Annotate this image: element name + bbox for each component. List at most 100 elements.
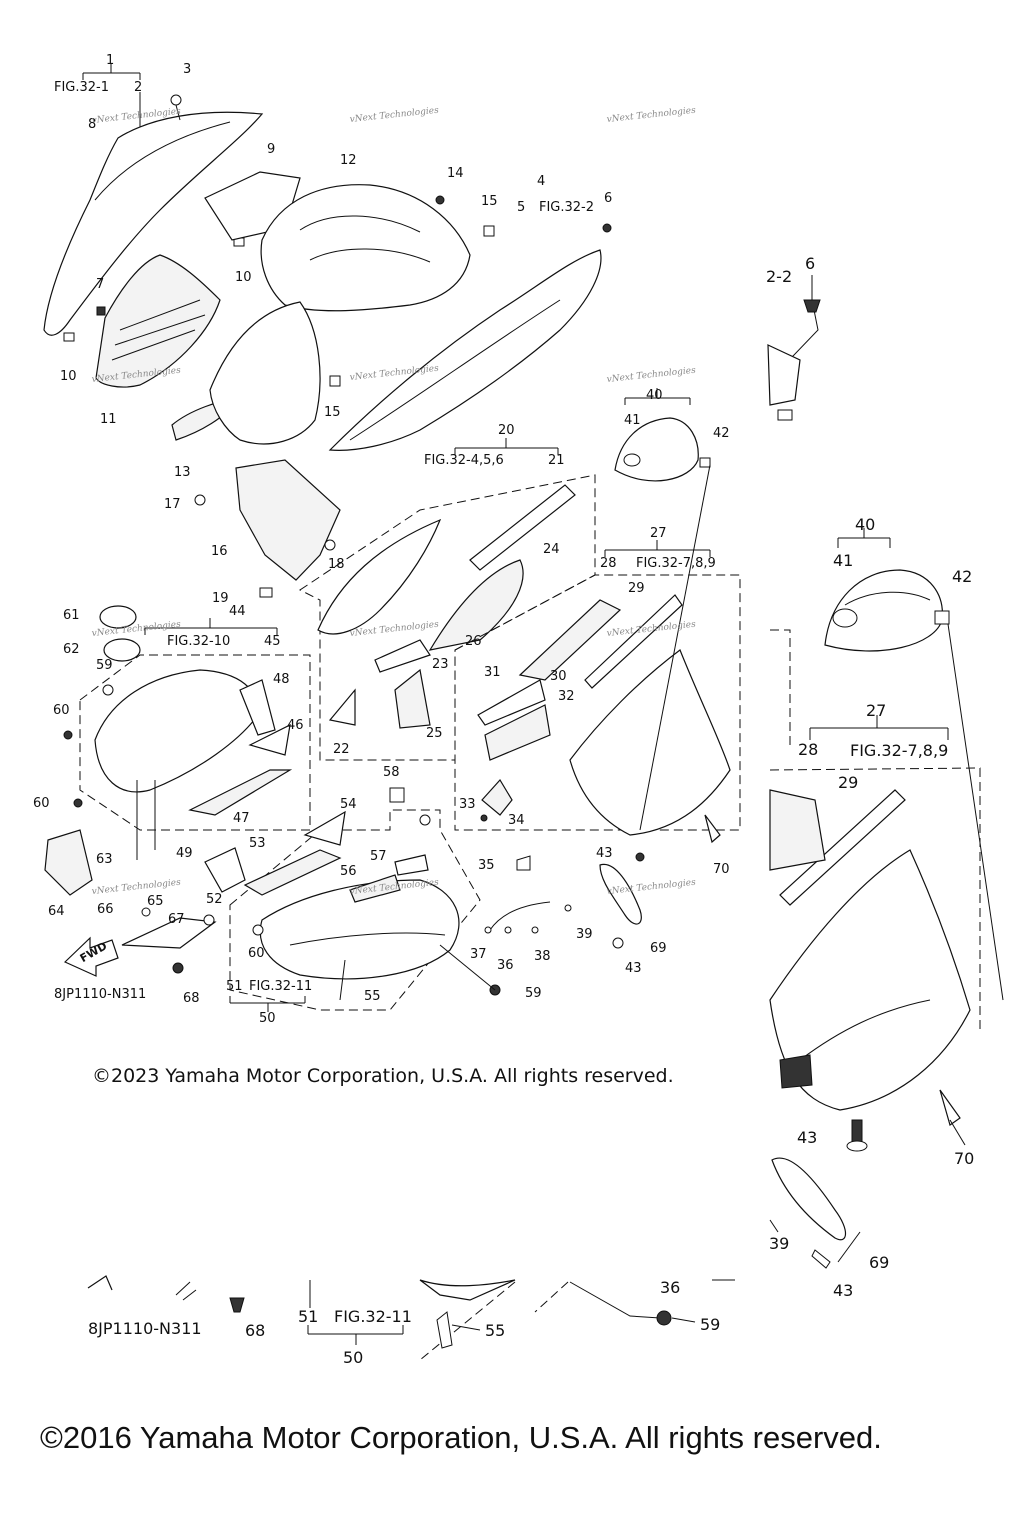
main-callout-c70: 70 xyxy=(713,862,730,877)
main-callout-c35: 35 xyxy=(478,858,495,873)
fig-ref-27: FIG.32-7,8,9 xyxy=(636,556,716,571)
pad-part-23 xyxy=(374,639,431,673)
panel-part-30 xyxy=(518,599,622,681)
copyright-2016: ©2016 Yamaha Motor Corporation, U.S.A. A… xyxy=(40,1420,882,1455)
overlay-clip-70 xyxy=(939,1089,961,1126)
fig-ref-20: FIG.32-4,5,6 xyxy=(424,453,504,468)
grommet-part-59-left xyxy=(102,684,114,696)
overlay-callout-o29: 29 xyxy=(838,773,858,792)
clip-part-10-left xyxy=(63,332,75,342)
fig-ref-1: FIG.32-1 xyxy=(54,80,109,95)
main-callout-c50: 50 xyxy=(259,1011,276,1026)
overlay-bolt-43-top xyxy=(851,1119,863,1143)
main-callout-c21: 21 xyxy=(548,453,565,468)
grommet-part-17 xyxy=(194,494,206,506)
main-callout-labels: 1234567891010111213141515161718192021222… xyxy=(33,53,730,1026)
main-callout-c24: 24 xyxy=(543,542,560,557)
overlay-callout-o36: 36 xyxy=(660,1278,680,1297)
overlay-screw-6 xyxy=(803,299,821,313)
fig-ref-50: FIG.32-11 xyxy=(249,979,312,994)
overlay-panel-fragment xyxy=(769,789,826,871)
nut-part-58b xyxy=(419,814,431,826)
main-callout-c23: 23 xyxy=(432,657,449,672)
trim-part-69 xyxy=(599,863,642,925)
main-callout-c22: 22 xyxy=(333,742,350,757)
overlay-callout-o28: 28 xyxy=(798,740,818,759)
overlay-clip-42 xyxy=(934,610,950,625)
overlay-cap-41 xyxy=(832,608,858,628)
overlay-vent-fragment xyxy=(779,1054,813,1089)
main-callout-c10a: 10 xyxy=(60,369,77,384)
panel-part-26 xyxy=(428,559,524,651)
overlay-pin-55 xyxy=(436,1311,453,1349)
main-callout-c19: 19 xyxy=(212,591,229,606)
main-callout-c29: 29 xyxy=(628,581,645,596)
main-callout-c43a: 43 xyxy=(596,846,613,861)
strip-part-47 xyxy=(188,769,293,816)
screw-part-68 xyxy=(172,962,184,974)
overlay-callout-o39: 39 xyxy=(769,1234,789,1253)
main-callout-c10b: 10 xyxy=(235,270,252,285)
main-callout-c59a: 59 xyxy=(96,658,113,673)
main-callout-c8: 8 xyxy=(88,117,96,132)
screw-part-6 xyxy=(602,223,612,233)
main-callout-c64: 64 xyxy=(48,904,65,919)
main-callout-c53: 53 xyxy=(249,836,266,851)
overlay-callout-o68: 68 xyxy=(245,1321,265,1340)
main-callout-c55: 55 xyxy=(364,989,381,1004)
nut-part-15-bottom xyxy=(329,375,341,387)
overlay-washer-43 xyxy=(846,1140,868,1152)
main-callout-c41: 41 xyxy=(624,413,641,428)
fwd-arrow-icon xyxy=(63,936,119,977)
main-callout-c11: 11 xyxy=(100,412,117,427)
main-callout-c34: 34 xyxy=(508,813,525,828)
overlay-strip-29 xyxy=(779,789,906,906)
screw-part-3 xyxy=(170,94,182,106)
main-callout-c32: 32 xyxy=(558,689,575,704)
watermark-6: vNext Technologies xyxy=(606,366,696,385)
main-callout-c2: 2 xyxy=(134,80,142,95)
main-callout-c20: 20 xyxy=(498,423,515,438)
clip-part-37 xyxy=(484,926,492,934)
diagram-code: 8JP1110-N311 xyxy=(54,987,146,1002)
clip-part-19 xyxy=(259,587,273,598)
main-callout-c44: 44 xyxy=(229,604,246,619)
main-diagram: 1234567891010111213141515161718192021222… xyxy=(33,53,741,1087)
overlay-cover-40 xyxy=(824,569,943,652)
main-callout-c18: 18 xyxy=(328,557,345,572)
overlay-trim-69 xyxy=(771,1157,847,1241)
overlay-callout-o59: 59 xyxy=(700,1315,720,1334)
main-callout-c45: 45 xyxy=(264,634,281,649)
overlay-callout-o41: 41 xyxy=(833,551,853,570)
main-callout-c46: 46 xyxy=(287,718,304,733)
main-callout-c5: 5 xyxy=(517,200,525,215)
clip-part-67 xyxy=(203,914,215,926)
cover-part-21 xyxy=(317,518,442,635)
main-callout-c40: 40 xyxy=(646,388,663,403)
overlay-callout-o43a: 43 xyxy=(797,1128,817,1147)
overlay-fig-ref-50: FIG.32-11 xyxy=(334,1307,412,1326)
grommet-part-18 xyxy=(324,539,336,551)
clip-part-57 xyxy=(394,854,429,876)
main-callout-c47: 47 xyxy=(233,811,250,826)
overlay-hull-fragment xyxy=(419,1279,516,1301)
overlay-grommet-59 xyxy=(656,1310,672,1326)
overlay-partial-ref: 2-2 xyxy=(766,267,792,286)
main-callout-c48: 48 xyxy=(273,672,290,687)
bolt-part-60-mid xyxy=(73,798,83,808)
main-callout-c63: 63 xyxy=(96,852,113,867)
main-callout-c68: 68 xyxy=(183,991,200,1006)
gasket-part-61 xyxy=(99,605,137,629)
pad-part-25 xyxy=(394,668,431,729)
main-callout-c66: 66 xyxy=(97,902,114,917)
main-callout-c67: 67 xyxy=(168,912,185,927)
main-callout-c61: 61 xyxy=(63,608,80,623)
side-cover-part-5 xyxy=(328,249,602,451)
gasket-part-62 xyxy=(103,638,141,662)
main-callout-c26: 26 xyxy=(465,634,482,649)
main-callout-c42: 42 xyxy=(713,426,730,441)
overlay-fig-ref-27: FIG.32-7,8,9 xyxy=(850,741,948,760)
overlay-callout-o6: 6 xyxy=(805,254,815,273)
vent-panel-part-11 xyxy=(95,254,221,388)
